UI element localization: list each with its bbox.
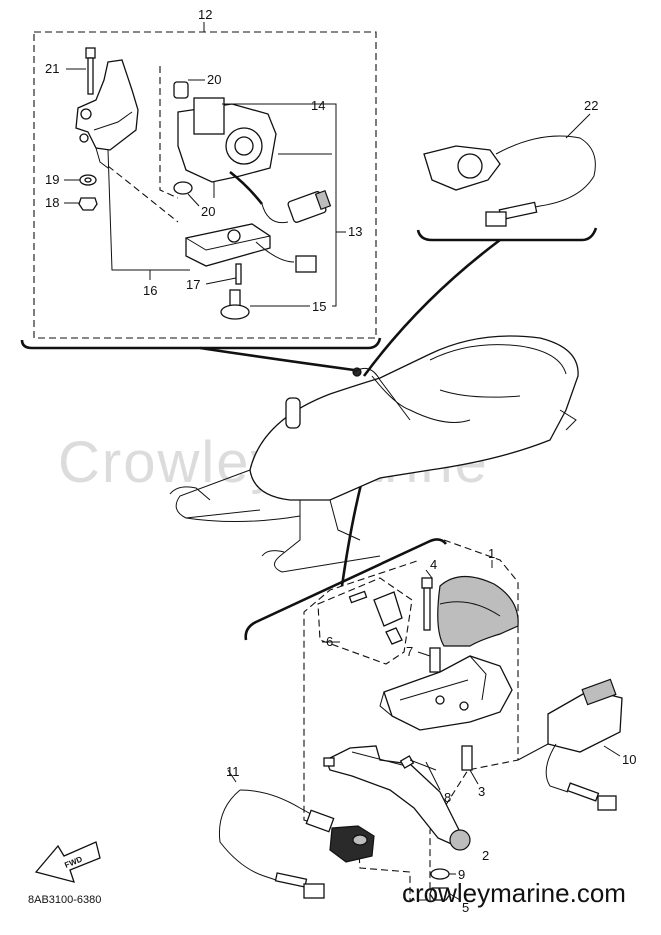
callout-4: 4 — [430, 557, 437, 572]
callout-17: 17 — [186, 277, 200, 292]
callout-16: 16 — [143, 283, 157, 298]
screw-17 — [205, 263, 242, 285]
callout-19: 19 — [45, 172, 59, 187]
callout-20-bottom: 20 — [201, 204, 215, 219]
throttle-lever-2 — [323, 745, 471, 851]
connector-module-10 — [517, 678, 623, 811]
callout-bracket-13 — [332, 103, 337, 307]
switch-base-16 — [107, 149, 317, 280]
callout-5: 5 — [462, 900, 469, 915]
lever-cover — [437, 575, 519, 647]
callout-10: 10 — [622, 752, 636, 767]
callout-1: 1 — [488, 546, 495, 561]
snowmobile-body — [169, 335, 579, 573]
website-label: crowleymarine.com — [402, 878, 626, 908]
callout-12: 12 — [198, 7, 212, 22]
callout-7: 7 — [406, 644, 413, 659]
connector-13 — [261, 190, 332, 224]
screw-8 — [399, 755, 441, 791]
callout-11: 11 — [226, 764, 240, 779]
bolt-3 — [461, 745, 479, 785]
callout-14: 14 — [311, 98, 325, 113]
callout-22: 22 — [584, 98, 598, 113]
washer-9 — [430, 868, 456, 880]
nut-18 — [64, 197, 98, 211]
callout-9: 9 — [458, 867, 465, 882]
throttle-housing — [379, 655, 513, 731]
mount-bracket — [75, 59, 139, 169]
callout-6: 6 — [326, 634, 333, 649]
part-code: 8AB3100-6380 — [28, 894, 101, 906]
callout-18: 18 — [45, 195, 59, 210]
grommet-20-bottom — [173, 181, 200, 207]
group-6-box — [317, 577, 413, 665]
switch-body-14 — [177, 97, 332, 205]
leader-12 — [199, 346, 355, 372]
callout-21: 21 — [45, 61, 59, 76]
grommet-20-top — [159, 66, 205, 199]
callout-13: 13 — [348, 224, 362, 239]
callout-20-top: 20 — [207, 72, 221, 87]
fwd-arrow-icon: FWD — [34, 841, 101, 883]
leader-22 — [362, 238, 501, 377]
bolt-4 — [421, 569, 433, 631]
bolt-15 — [220, 289, 310, 320]
callout-3: 3 — [478, 784, 485, 799]
callout-15: 15 — [312, 299, 326, 314]
collar-7 — [417, 647, 441, 673]
throttle-cable-11 — [218, 769, 375, 899]
bolt-21 — [66, 47, 96, 95]
group-1-box — [244, 538, 519, 901]
callout-2: 2 — [482, 848, 489, 863]
nut-5 — [429, 887, 461, 901]
sensor-22 — [416, 113, 598, 242]
callout-8: 8 — [444, 790, 451, 805]
washer-19 — [64, 174, 97, 186]
